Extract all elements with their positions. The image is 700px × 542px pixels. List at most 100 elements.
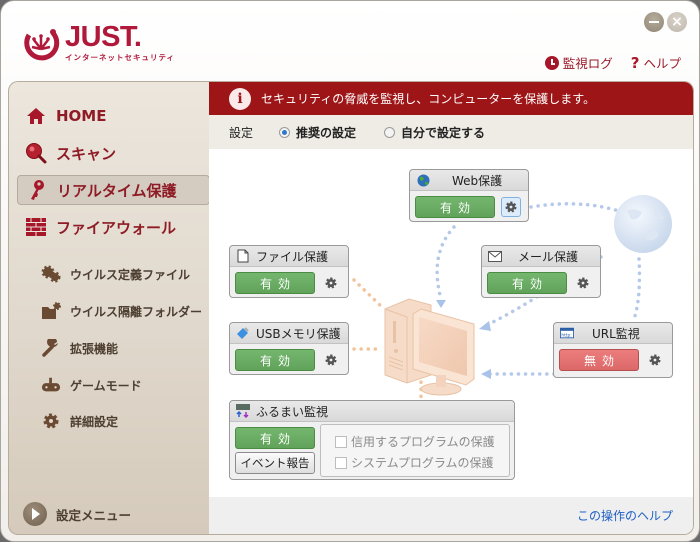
sidebar-item-scan[interactable]: スキャン [9, 138, 210, 168]
sidebar-item-label: HOME [56, 107, 107, 125]
checkbox-unchecked [335, 435, 347, 448]
usb-stick-icon [236, 326, 250, 340]
settings-label: 設定 [229, 125, 254, 140]
header-links: 監視ログ ? ヘルプ [544, 53, 681, 72]
radio-custom[interactable]: 自分で設定する [384, 124, 485, 141]
globe-icon [614, 195, 672, 253]
svg-text:http:: http: [561, 333, 571, 339]
gear-icon [41, 411, 61, 431]
monitor-log-link[interactable]: 監視ログ [544, 53, 613, 72]
protection-diagram [352, 195, 672, 401]
usb-settings-button[interactable] [321, 350, 341, 370]
app-logo: JUST. インターネットセキュリティ [21, 23, 175, 63]
minimize-button[interactable] [644, 12, 664, 32]
envelope-icon [488, 249, 502, 263]
web-protection-toggle[interactable]: 有効 [415, 196, 495, 218]
web-settings-button[interactable] [501, 197, 521, 217]
mail-settings-button[interactable] [573, 273, 593, 293]
wrench-icon [41, 338, 61, 358]
radio-label: 自分で設定する [401, 125, 486, 140]
radio-recommended[interactable]: 推奨の設定 [279, 124, 356, 141]
gear-icon [325, 277, 337, 289]
checkbox-unchecked [335, 456, 347, 469]
sidebar-item-quarantine[interactable]: ウイルス隔離フォルダー [9, 298, 210, 324]
file-protection-toggle[interactable]: 有効 [235, 272, 315, 294]
monitor-arrows-icon [236, 404, 250, 418]
key-icon [26, 179, 48, 201]
operation-help-link[interactable]: この操作のヘルプ [576, 509, 673, 523]
settings-menu-label: 設定メニュー [56, 507, 132, 523]
url-settings-button[interactable] [645, 350, 665, 370]
content-footer [209, 497, 693, 534]
sidebar-item-label: ファイアウォール [56, 218, 177, 237]
behavior-options-group: 信用するプログラムの保護 システムプログラムの保護 [320, 424, 510, 477]
arrow-left-icon [479, 321, 491, 331]
help-link[interactable]: ? ヘルプ [631, 53, 681, 72]
computer-icon [384, 298, 475, 396]
file-protection-panel: ファイル保護 有効 [229, 245, 349, 298]
sidebar: HOME スキャン リアルタイム保護 ファイアウォール ウイルス定義ファイル [8, 81, 210, 535]
sidebar-item-label: リアルタイム保護 [57, 181, 177, 200]
sidebar-item-label: 拡張機能 [70, 341, 119, 356]
panel-title: メール保護 [518, 249, 579, 264]
sidebar-item-firewall[interactable]: ファイアウォール [9, 212, 210, 242]
close-button[interactable]: × [667, 12, 687, 32]
file-settings-button[interactable] [321, 273, 341, 293]
sidebar-item-label: 詳細設定 [70, 414, 119, 429]
help-label: ヘルプ [643, 56, 681, 71]
panel-title: ふるまい監視 [256, 404, 329, 419]
brand-name: JUST. [65, 21, 142, 53]
sidebar-item-label: ウイルス定義ファイル [70, 267, 191, 282]
mail-protection-toggle[interactable]: 有効 [487, 272, 567, 294]
magnifier-icon [25, 142, 47, 164]
close-icon: × [671, 14, 683, 30]
sidebar-item-game-mode[interactable]: ゲームモード [9, 372, 210, 398]
sidebar-item-realtime[interactable]: リアルタイム保護 [17, 175, 210, 205]
quarantine-folder-icon [41, 301, 61, 321]
checkbox-label: システムプログラムの保護 [351, 456, 494, 470]
minimize-icon [649, 21, 659, 23]
http-icon: http: [560, 326, 574, 340]
sidebar-item-extensions[interactable]: 拡張機能 [9, 335, 210, 361]
arrow-left-icon [481, 369, 491, 379]
usb-protection-toggle[interactable]: 有効 [235, 349, 315, 371]
sidebar-item-home[interactable]: HOME [9, 101, 210, 131]
gear-icon [325, 354, 337, 366]
gear-icon [505, 201, 517, 213]
url-monitor-toggle[interactable]: 無効 [559, 349, 639, 371]
gear-icon [577, 277, 589, 289]
checkbox-label: 信用するプログラムの保護 [351, 435, 495, 449]
radio-button-unchecked [384, 126, 396, 138]
panel-title: ファイル保護 [256, 249, 329, 264]
play-icon [23, 502, 47, 526]
info-banner: i セキュリティの脅威を監視し、コンピューターを保護します。 [209, 82, 693, 115]
radio-button-checked [279, 126, 291, 138]
logo-frog-icon [24, 29, 60, 61]
settings-menu-button[interactable]: 設定メニュー [23, 502, 131, 526]
question-icon: ? [630, 53, 640, 72]
usb-protection-panel: USBメモリ保護 有効 [229, 322, 349, 375]
info-icon: i [229, 87, 251, 110]
sidebar-item-label: スキャン [56, 144, 117, 163]
behavior-monitor-panel: ふるまい監視 有効 イベント報告 信用するプログラムの保護 システムプログラムの… [229, 400, 515, 480]
web-protection-panel: Web保護 有効 [409, 169, 529, 222]
url-monitor-panel: http: URL監視 無効 [553, 322, 673, 378]
sidebar-item-advanced-settings[interactable]: 詳細設定 [9, 408, 210, 434]
panel-title: USBメモリ保護 [256, 326, 341, 341]
sidebar-item-virus-definitions[interactable]: ウイルス定義ファイル [9, 261, 210, 287]
system-program-protection-checkbox[interactable]: システムプログラムの保護 [335, 452, 509, 473]
brick-wall-icon [25, 216, 47, 238]
clock-icon [544, 55, 559, 70]
sidebar-item-label: ゲームモード [70, 378, 142, 393]
settings-mode-row: 設定 推奨の設定 自分で設定する [209, 115, 693, 149]
home-icon [25, 105, 47, 127]
main-content: i セキュリティの脅威を監視し、コンピューターを保護します。 設定 推奨の設定 … [209, 81, 694, 535]
radio-label: 推奨の設定 [296, 125, 357, 140]
event-report-button[interactable]: イベント報告 [235, 452, 315, 474]
behavior-monitor-toggle[interactable]: 有効 [235, 427, 315, 449]
panel-title: URL監視 [592, 326, 640, 341]
document-icon [236, 249, 250, 263]
trusted-program-protection-checkbox[interactable]: 信用するプログラムの保護 [335, 431, 509, 452]
globe-icon [416, 173, 430, 187]
